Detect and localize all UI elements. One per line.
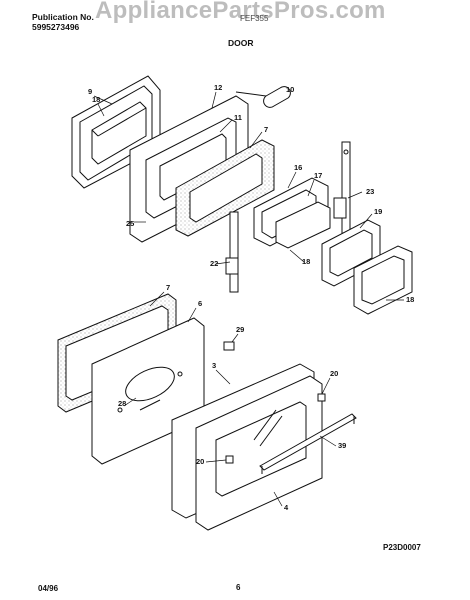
callout-19: 19 [374,207,382,216]
publication-number: 5995273496 [32,22,80,32]
door-screw [235,86,291,108]
callout-3: 3 [212,361,216,370]
callout-20: 20 [196,457,204,466]
model-number: FEF355 [240,14,269,23]
page-number: 6 [236,583,241,592]
callout-7: 7 [264,125,268,134]
callout-9: 9 [88,87,92,96]
diagram-code: P23D0007 [383,543,421,552]
handle-mount-right [317,393,326,402]
window-trim [353,245,413,315]
callout-16: 16 [294,163,302,172]
callout-23: 23 [366,187,374,196]
callout-6: 6 [198,299,202,308]
callout-39: 39 [338,441,346,450]
publication-label: Publication No. [32,12,94,22]
callout-22: 22 [210,259,218,268]
callout-7: 7 [166,283,170,292]
callout-18: 18 [302,257,310,266]
callout-25: 25 [126,219,134,228]
handle-mount-left [225,455,234,464]
callout-10: 10 [286,85,294,94]
door-gasket [175,139,275,237]
callout-18: 18 [92,95,100,104]
callout-11: 11 [234,113,242,122]
door-pin [223,341,235,351]
callout-4: 4 [284,503,289,512]
callout-29: 29 [236,325,244,334]
outer-door-glass [195,375,323,531]
hinge-left [225,211,239,293]
revision-date: 04/96 [38,584,59,593]
callout-17: 17 [314,171,322,180]
section-title: DOOR [228,38,254,48]
callout-12: 12 [214,83,222,92]
callout-20: 20 [330,369,338,378]
window-glass-pack [253,177,331,249]
callout-28: 28 [118,399,126,408]
door-handle [259,413,357,474]
callout-18: 18 [406,295,414,304]
